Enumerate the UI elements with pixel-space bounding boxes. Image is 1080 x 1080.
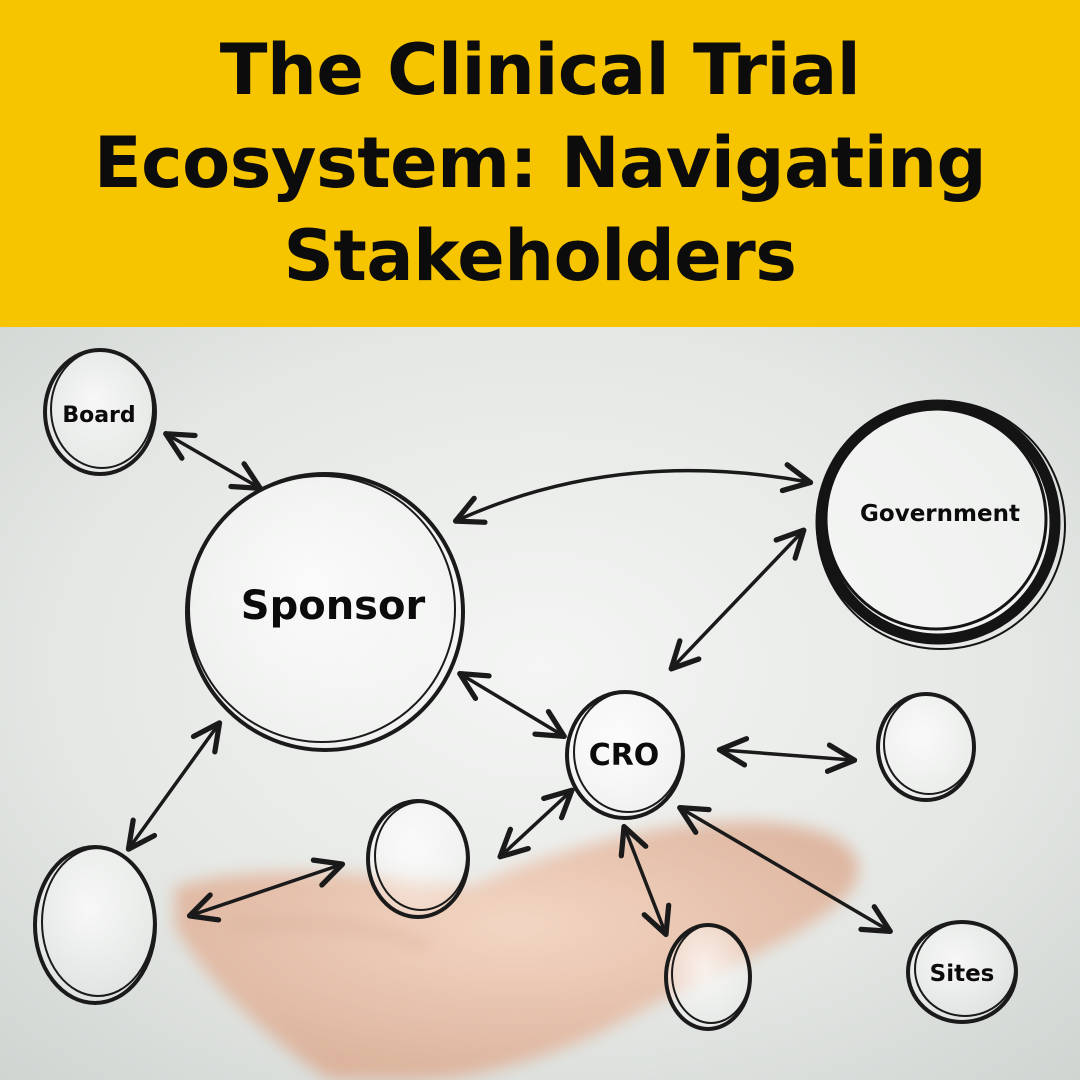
node-unlabeled-right: [876, 692, 976, 802]
node-unlabeled-bottom: [664, 923, 752, 1031]
node-label-sponsor: Sponsor: [241, 583, 426, 629]
node-sponsor: Sponsor: [185, 472, 465, 752]
stakeholder-diagram: Board Sponsor Government CRO: [0, 327, 1080, 1080]
diagram-canvas: Board Sponsor Government CRO: [0, 327, 1080, 1080]
node-cro: CRO: [565, 690, 685, 820]
connection-cro-bottom: [618, 823, 672, 938]
connection-sponsor-cro: [457, 671, 567, 739]
page-title: The Clinical Trial Ecosystem: Navigating…: [93, 29, 987, 297]
connection-board-sponsor: [163, 431, 263, 491]
node-label-sites: Sites: [930, 961, 995, 987]
connection-leftbottom-middle: [186, 857, 346, 923]
node-label-cro: CRO: [589, 738, 660, 773]
connection-government-cro: [668, 527, 807, 672]
connection-middle-cro: [497, 787, 575, 860]
node-label-board: Board: [62, 403, 135, 428]
node-government: Government: [815, 399, 1066, 650]
title-banner: The Clinical Trial Ecosystem: Navigating…: [0, 0, 1080, 327]
node-board: Board: [43, 348, 157, 476]
connection-cro-sites: [677, 805, 893, 934]
connection-sponsor-government: [452, 462, 814, 525]
node-unlabeled-left-bottom: [33, 845, 157, 1005]
node-label-government: Government: [860, 501, 1020, 527]
node-unlabeled-middle: [366, 799, 470, 919]
connections: [125, 431, 893, 938]
connection-cro-right: [716, 736, 858, 774]
connection-sponsor-leftbottom: [125, 720, 223, 852]
node-sites: Sites: [906, 920, 1018, 1024]
